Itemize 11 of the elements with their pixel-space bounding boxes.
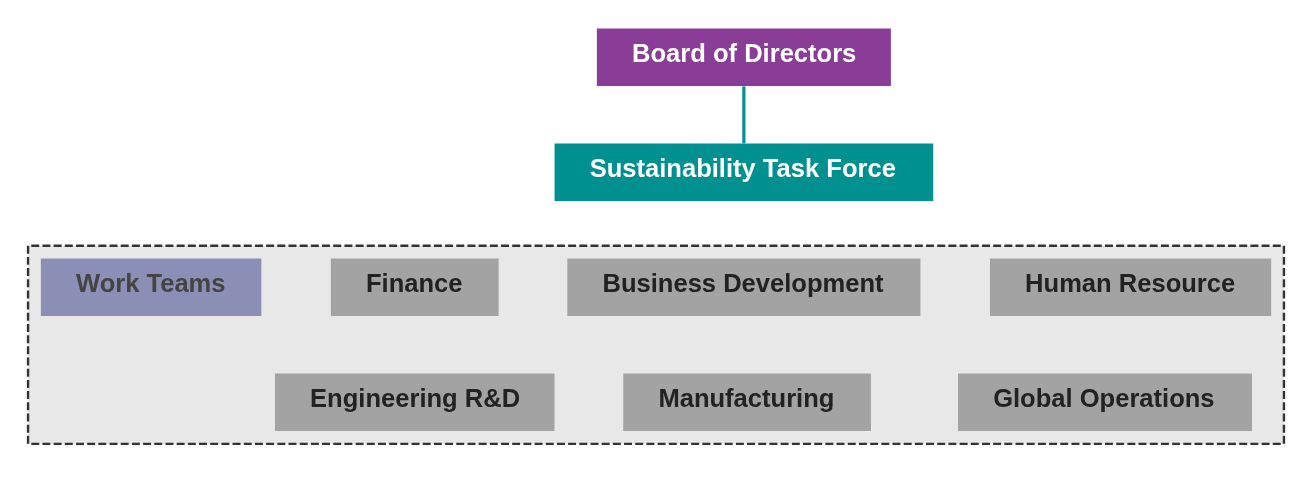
node-box: Engineering R&D — [274, 373, 555, 432]
node-box: Work Teams — [40, 258, 262, 316]
node-box: Human Resource — [989, 258, 1272, 316]
node-box: Board of Directors — [596, 28, 891, 86]
cluster — [26, 244, 1286, 446]
node-box: Business Development — [567, 258, 921, 316]
connector — [742, 86, 746, 144]
node-box: Finance — [330, 258, 499, 316]
node-box: Sustainability Task Force — [554, 143, 934, 201]
node-box: Global Operations — [958, 373, 1252, 432]
node-box: Manufacturing — [623, 373, 871, 432]
